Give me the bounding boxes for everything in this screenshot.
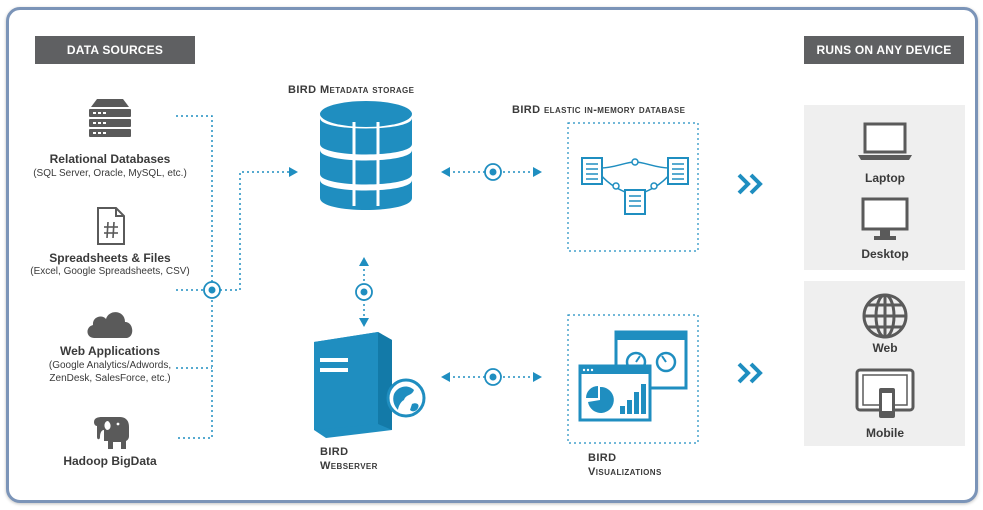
database-cylinder-icon <box>320 101 412 210</box>
in-memory-tables-icon <box>581 157 689 215</box>
dashboard-windows-icon <box>578 330 688 422</box>
source-title-relational-databases: Relational Databases <box>49 152 171 166</box>
source-title-hadoop-bigdata: Hadoop BigData <box>63 454 157 468</box>
source-subtitle-spreadsheets-files: (Excel, Google Spreadsheets, CSV) <box>30 266 190 277</box>
visualizations-box <box>567 314 699 444</box>
server-rack-icon <box>89 99 131 137</box>
webserver-label-line2: Webserver <box>320 460 378 472</box>
chevron-right-icon-top <box>737 173 763 195</box>
device-label-mobile: Mobile <box>866 426 904 440</box>
cloud-icon <box>87 312 133 338</box>
chevron-right-icon-bottom <box>737 362 763 384</box>
source-title-web-applications: Web Applications <box>59 344 160 358</box>
device-label-desktop: Desktop <box>861 247 909 261</box>
runs-on-any-device-header: RUNS ON ANY DEVICE <box>804 36 964 64</box>
spreadsheet-file-icon <box>97 207 125 245</box>
source-subtitle-web-applications-line1: (Google Analytics/Adwords, <box>48 360 172 371</box>
desktop-monitor-icon <box>861 197 909 240</box>
elastic-db-label: BIRD elastic in-memory database <box>512 104 686 116</box>
junction-nodes <box>203 163 502 386</box>
elastic-db-box <box>567 122 699 252</box>
source-subtitle-web-applications-line2: ZenDesk, SalesForce, etc.) <box>49 373 171 384</box>
source-title-spreadsheets-files: Spreadsheets & Files <box>49 251 171 265</box>
webserver-tower-icon <box>314 332 426 438</box>
device-label-laptop: Laptop <box>865 171 905 185</box>
globe-web-icon <box>862 293 908 339</box>
elephant-icon <box>94 417 129 449</box>
data-sources-header: DATA SOURCES <box>35 36 195 64</box>
source-subtitle-relational-databases: (SQL Server, Oracle, MySQL, etc.) <box>33 168 187 179</box>
webserver-label-line1: BIRD <box>320 446 349 458</box>
visualizations-label-line1: BIRD <box>588 452 617 464</box>
metadata-storage-label: BIRD Metadata storage <box>288 84 415 96</box>
device-label-web: Web <box>872 341 898 355</box>
tablet-phone-icon <box>855 368 915 418</box>
visualizations-label-line2: Visualizations <box>588 466 662 478</box>
laptop-icon <box>858 122 912 160</box>
